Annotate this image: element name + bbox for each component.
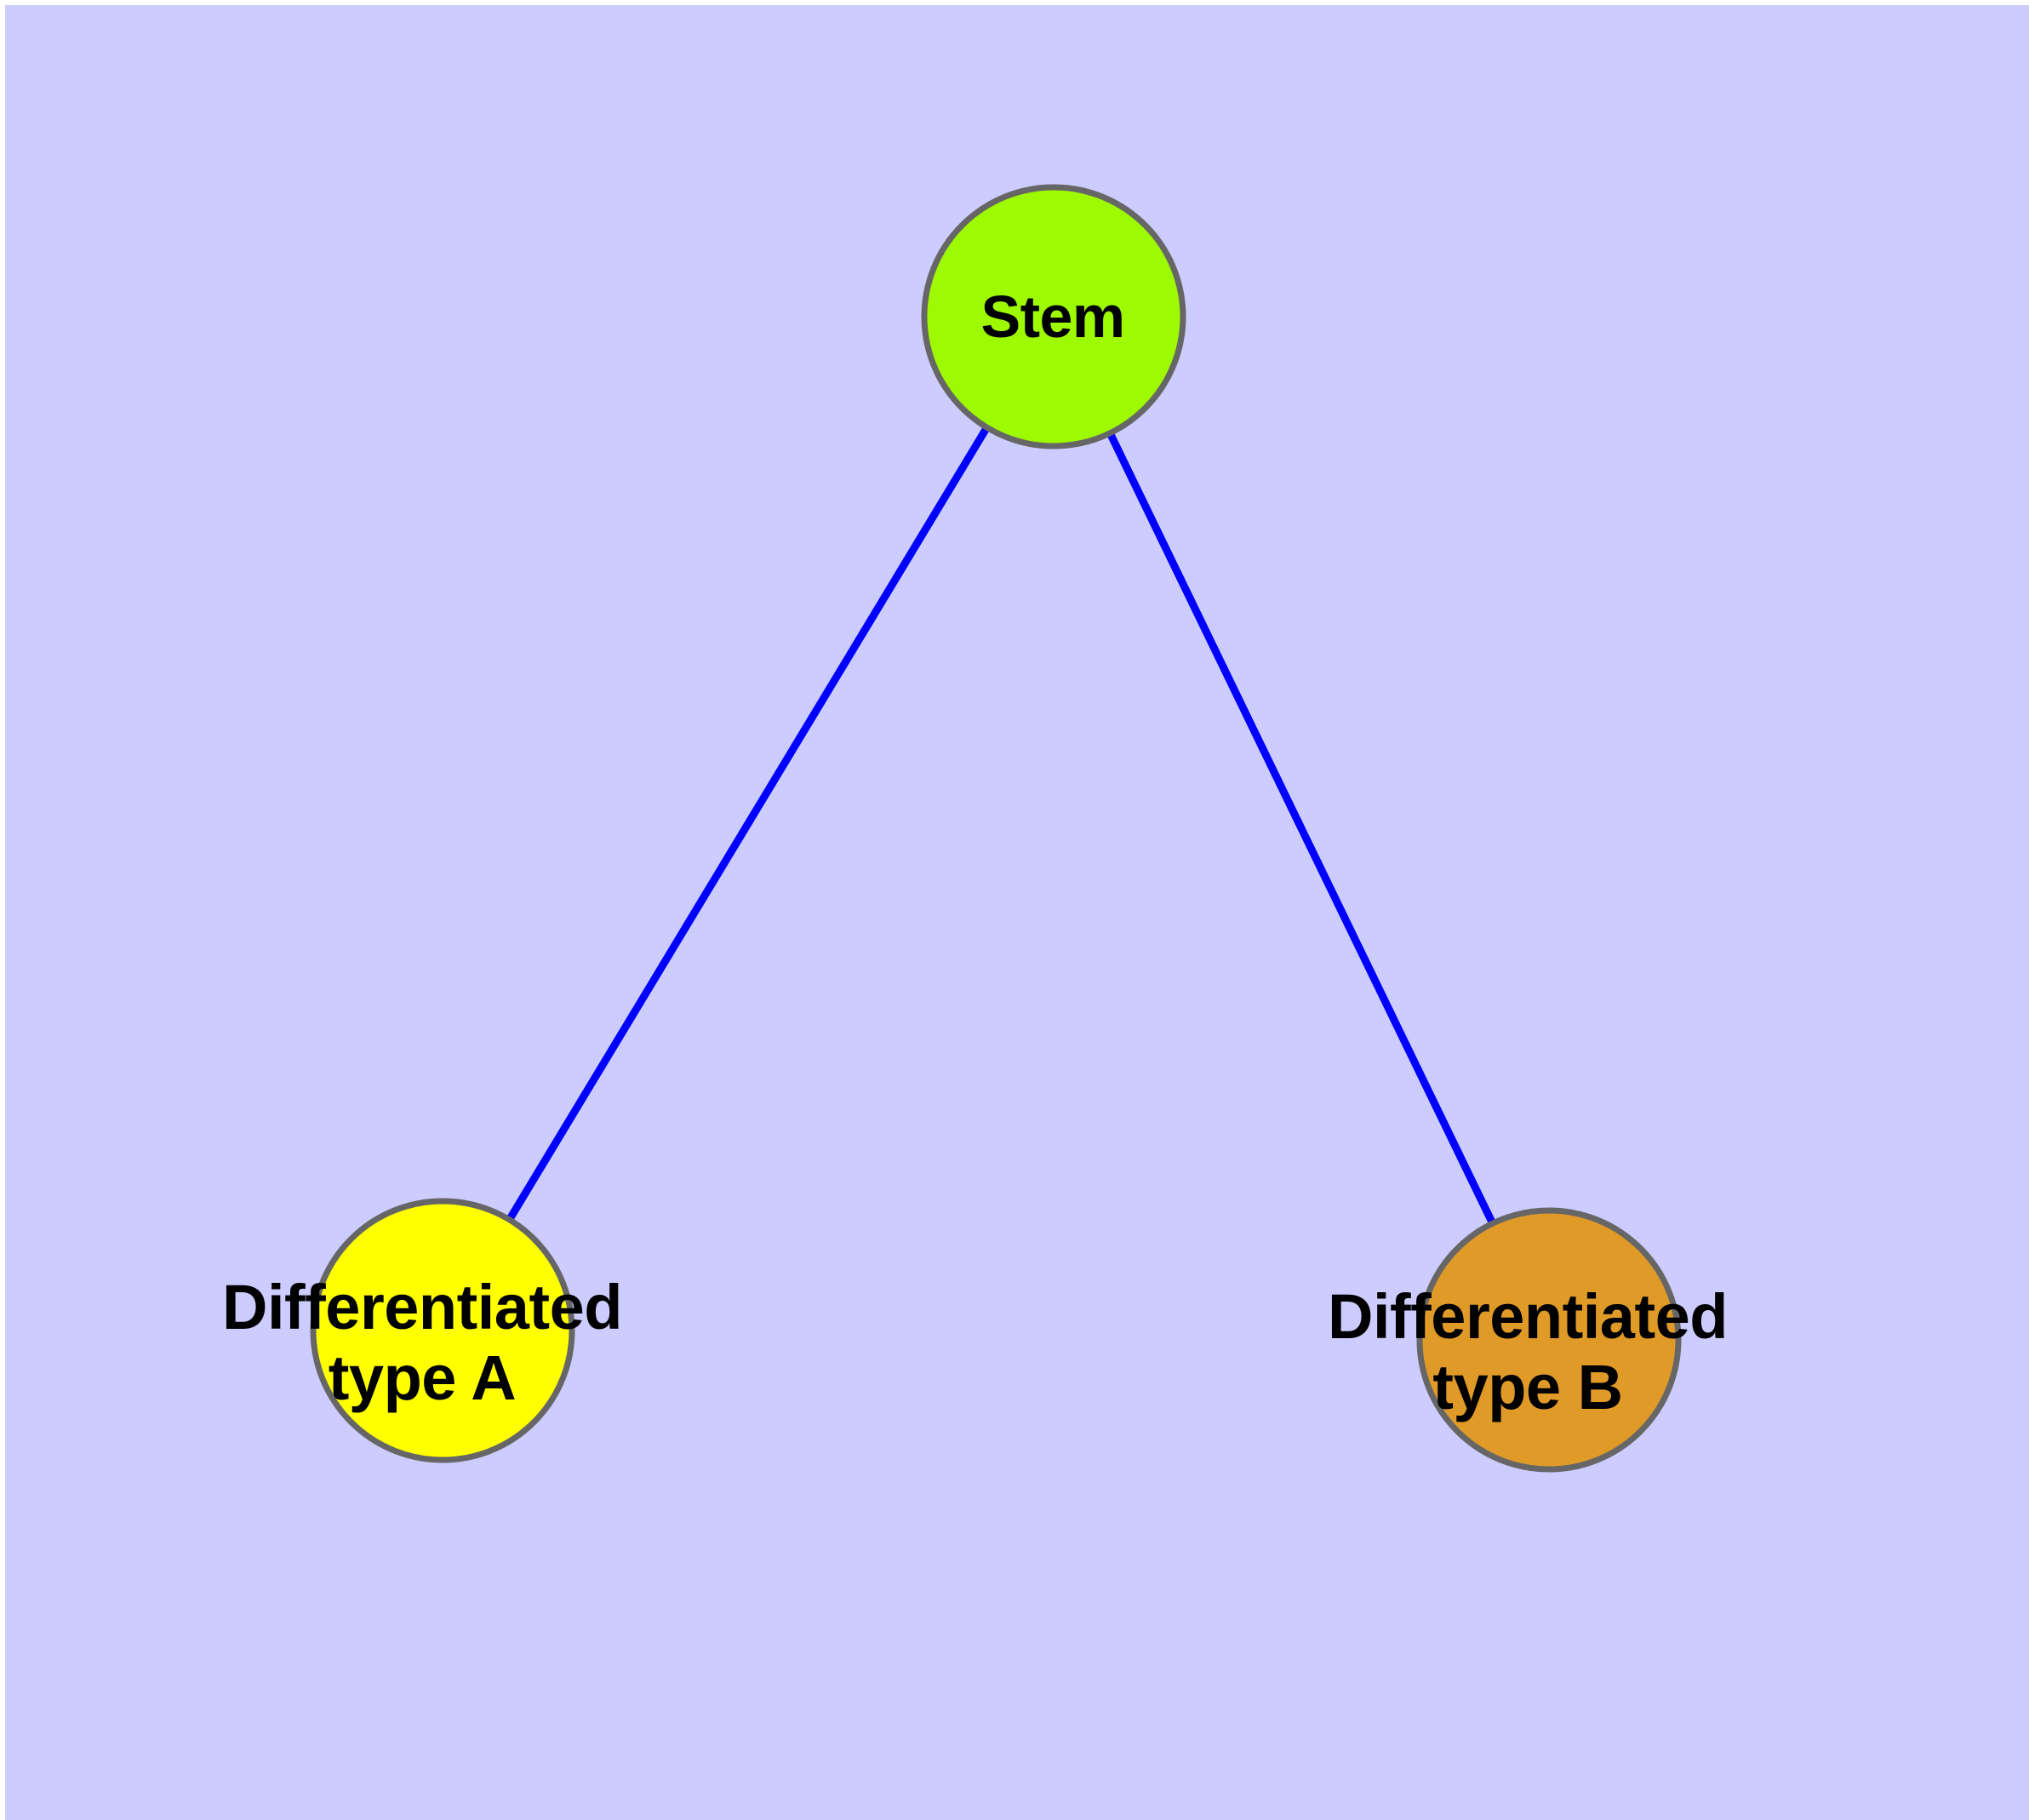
- graph-node-diff-b[interactable]: [1416, 1207, 1682, 1473]
- graph-node-stem[interactable]: [921, 184, 1186, 449]
- edges-layer: [439, 314, 1553, 1342]
- graph-node-diff-a[interactable]: [310, 1198, 575, 1463]
- nodes-layer: [310, 184, 1682, 1473]
- graph-edge[interactable]: [439, 314, 1057, 1333]
- graph-edge[interactable]: [1049, 315, 1553, 1342]
